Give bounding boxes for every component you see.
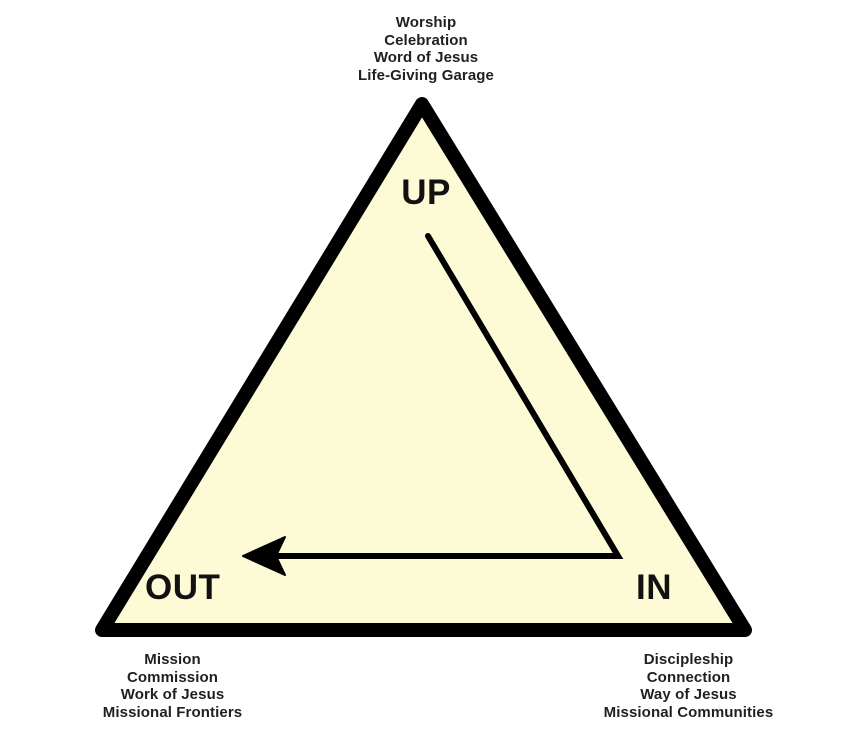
caption-up-line-1: Worship	[395, 14, 457, 31]
caption-in: Discipleship Connection Way of Jesus Mis…	[525, 651, 852, 721]
caption-in-line-3: Way of Jesus	[640, 686, 737, 703]
caption-out-line-3: Work of Jesus	[120, 686, 225, 703]
vertex-label-up: UP	[401, 173, 451, 212]
vertex-label-out: OUT	[145, 568, 221, 607]
caption-up-line-4: Life-Giving Garage	[358, 66, 494, 84]
caption-out: Mission Commission Work of Jesus Mission…	[0, 651, 345, 721]
inner-flow-arrow	[242, 233, 624, 576]
caption-out-line-4: Missional Frontiers	[102, 703, 243, 721]
caption-up-line-2: Celebration	[384, 31, 468, 49]
caption-in-line-4: Missional Communities	[603, 703, 774, 721]
caption-out-line-1: Mission	[144, 651, 201, 668]
caption-in-line-1: Discipleship	[643, 651, 734, 668]
caption-up: Worship Celebration Word of Jesus Life-G…	[0, 14, 852, 84]
inner-arrow-head-icon	[242, 536, 286, 576]
caption-up-line-3: Word of Jesus	[373, 49, 479, 66]
inner-arrow-line	[249, 233, 624, 559]
vertex-label-in: IN	[636, 568, 672, 607]
caption-in-line-2: Connection	[646, 668, 731, 686]
caption-out-line-2: Commission	[126, 668, 218, 686]
